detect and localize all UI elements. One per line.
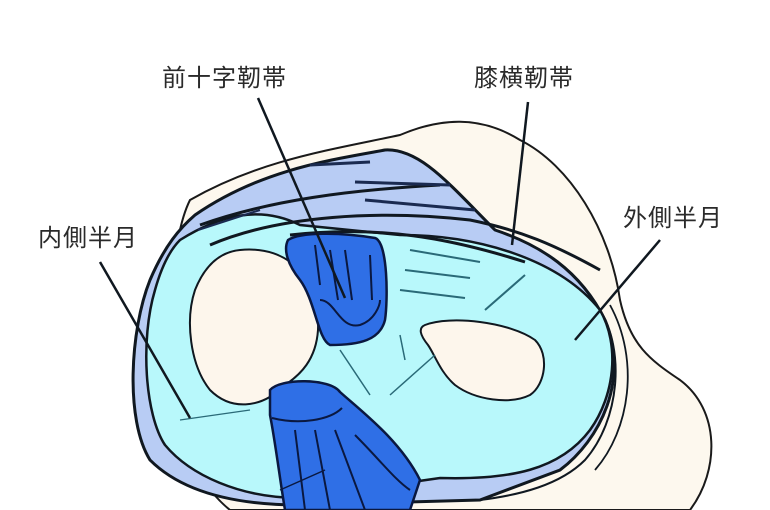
leader-line-lateral-meniscus — [574, 239, 661, 341]
leader-line-acl — [256, 97, 347, 299]
label-medial-meniscus: 内側半月 — [38, 224, 138, 252]
lateral-tibial-condyle — [419, 319, 546, 402]
label-transverse-ligament: 膝横靭帯 — [474, 64, 574, 92]
leader-line-transverse-ligament — [510, 101, 530, 246]
label-anterior-cruciate-ligament: 前十字靭帯 — [162, 64, 287, 92]
leader-line-medial-meniscus — [98, 261, 192, 419]
label-lateral-meniscus: 外側半月 — [623, 204, 723, 232]
